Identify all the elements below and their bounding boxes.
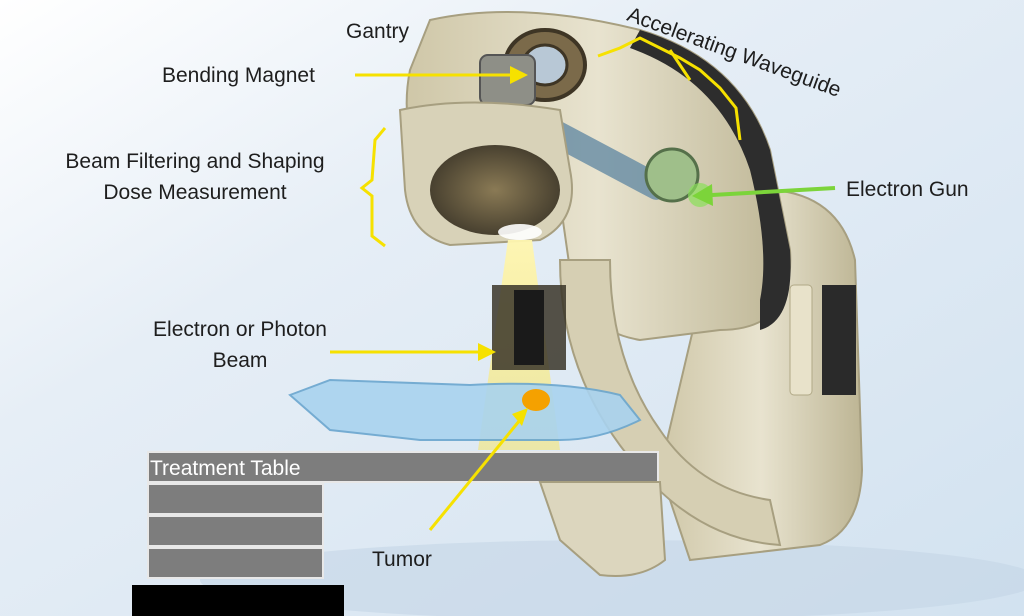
magnet-coil bbox=[479, 54, 536, 106]
beam-source bbox=[498, 224, 542, 240]
tumor-arrow-line bbox=[428, 419, 522, 531]
treatment-table-top bbox=[147, 451, 659, 483]
tumor-label: Tumor bbox=[372, 548, 432, 571]
bending-magnet-label: Bending Magnet bbox=[162, 64, 315, 87]
beam-label: Electron or Photon Beam bbox=[130, 314, 350, 376]
table-base bbox=[132, 585, 344, 616]
electron-gun-label: Electron Gun bbox=[846, 178, 969, 201]
filtering-bracket bbox=[359, 127, 387, 248]
beam-line-2: Beam bbox=[212, 349, 268, 372]
floor-shadow bbox=[200, 540, 1024, 616]
table-support bbox=[538, 481, 667, 577]
electron-gun-arrow bbox=[711, 186, 836, 197]
beam-arrowhead bbox=[478, 343, 496, 361]
beam-line-1: Electron or Photon bbox=[153, 318, 327, 341]
gantry-stand bbox=[658, 188, 864, 562]
gantry-dark-stripe bbox=[630, 30, 791, 330]
gantry-label: Gantry bbox=[346, 20, 410, 43]
table-column-2 bbox=[147, 515, 324, 547]
bending-magnet-arrowhead bbox=[510, 66, 528, 84]
treatment-table-label: Treatment Table bbox=[150, 457, 301, 480]
beam-filtering-line-1: Beam Filtering and Shaping bbox=[65, 150, 325, 173]
patient bbox=[288, 378, 642, 441]
table-column-1 bbox=[147, 483, 324, 515]
side-handle bbox=[789, 284, 813, 396]
control-panel bbox=[822, 285, 856, 395]
electron-gun-part bbox=[644, 147, 700, 203]
waveguide-bracket bbox=[597, 36, 742, 141]
table-column-3 bbox=[147, 547, 324, 579]
annotations bbox=[330, 36, 742, 531]
tumor-mark bbox=[522, 389, 550, 411]
head-internals bbox=[430, 145, 560, 235]
waveguide-tube bbox=[531, 113, 669, 200]
beam-filtering-line-2: Dose Measurement bbox=[103, 181, 287, 204]
beam-filtering-label: Beam Filtering and Shaping Dose Measurem… bbox=[36, 146, 354, 208]
tumor-arrowhead bbox=[512, 408, 528, 426]
